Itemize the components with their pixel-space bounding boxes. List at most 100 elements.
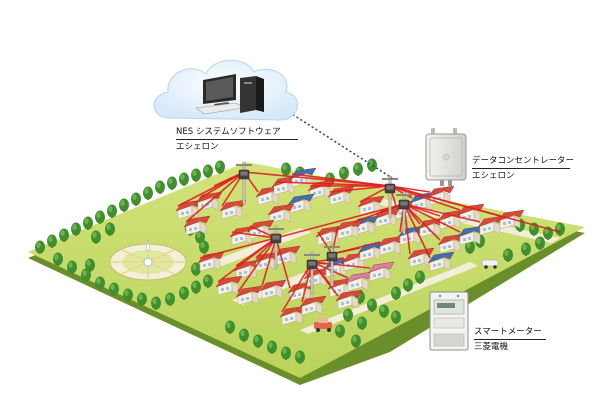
house-icon xyxy=(215,275,243,296)
house-icon xyxy=(427,251,455,272)
tree-icon xyxy=(239,328,249,342)
network-link xyxy=(243,171,391,187)
tree-icon xyxy=(143,186,153,200)
tree-icon xyxy=(391,286,401,300)
tree-icon xyxy=(81,268,91,282)
network-link xyxy=(389,185,561,233)
nes-software-title: NES システムソフトウェア xyxy=(176,127,281,137)
tree-icon xyxy=(555,222,565,236)
house-icon xyxy=(357,241,385,262)
network-link xyxy=(403,203,441,241)
utility-pole-icon xyxy=(236,161,252,205)
house-icon xyxy=(457,203,485,224)
data-concentrator-label: データコンセントレーター エシェロン xyxy=(472,155,574,182)
network-link xyxy=(311,261,371,269)
house-icon xyxy=(219,199,247,220)
nes-software-label: NES システムソフトウェア エシェロン xyxy=(176,126,298,153)
tree-icon xyxy=(191,262,201,276)
house-icon xyxy=(235,285,263,306)
network-link xyxy=(217,237,277,283)
tree-icon xyxy=(105,222,115,236)
tree-icon xyxy=(151,296,161,310)
tree-icon xyxy=(357,316,367,330)
tree-icon xyxy=(167,176,177,190)
tree-icon xyxy=(109,282,119,296)
tree-icon xyxy=(71,222,81,236)
cloud-server xyxy=(153,59,298,121)
tree-icon xyxy=(95,276,105,290)
house-icon xyxy=(303,267,331,288)
house-icon xyxy=(267,203,295,224)
tree-icon xyxy=(521,242,531,256)
house-icon xyxy=(373,207,401,228)
tree-icon xyxy=(253,334,263,348)
house-icon xyxy=(417,217,445,238)
network-link xyxy=(237,237,277,293)
smart-meter-title: スマートメーター xyxy=(474,327,542,337)
tree-icon xyxy=(179,172,189,186)
house-icon xyxy=(327,185,355,206)
network-link xyxy=(403,203,431,259)
tree-icon xyxy=(35,240,45,254)
tree-icon xyxy=(339,166,349,180)
tree-icon xyxy=(203,274,213,288)
tree-icon xyxy=(465,240,475,254)
tree-icon xyxy=(343,308,353,322)
tree-icon xyxy=(179,286,189,300)
tree-icon xyxy=(503,248,513,262)
house-icon xyxy=(367,261,395,282)
computer-icon xyxy=(195,74,264,115)
data-concentrator-icon xyxy=(425,128,467,186)
label-divider xyxy=(176,139,298,140)
tree-icon xyxy=(191,168,201,182)
house-icon xyxy=(377,235,405,256)
tree-icon xyxy=(415,270,425,284)
tree-icon xyxy=(203,164,213,178)
tree-icon xyxy=(67,260,77,274)
tree-icon xyxy=(91,230,101,244)
tree-icon xyxy=(225,320,235,334)
house-icon xyxy=(407,247,435,268)
house-icon xyxy=(335,289,363,310)
house-icon xyxy=(287,193,315,214)
utility-pole-icon xyxy=(324,243,340,287)
network-link xyxy=(311,261,349,279)
house-icon xyxy=(457,225,485,246)
network-link xyxy=(403,203,481,223)
network-link xyxy=(275,203,405,239)
tree-icon xyxy=(335,324,345,338)
tree-icon xyxy=(403,278,413,292)
smart-meter-vendor: 三菱電機 xyxy=(474,342,509,352)
network-link xyxy=(329,185,391,193)
data-concentrator-title: データコンセントレーター xyxy=(472,156,575,166)
tree-icon xyxy=(367,158,377,172)
car-icon xyxy=(314,318,332,332)
tree-icon xyxy=(123,288,133,302)
tree-icon xyxy=(281,162,291,176)
tree-icon xyxy=(165,292,175,306)
utility-pole-icon xyxy=(268,225,284,269)
network-link xyxy=(199,171,245,199)
tree-icon xyxy=(95,210,105,224)
house-icon xyxy=(477,215,505,236)
label-divider xyxy=(474,339,546,340)
nes-software-vendor: エシェロン xyxy=(176,142,219,152)
tree-icon xyxy=(85,258,95,272)
house-icon xyxy=(183,215,211,236)
tree-icon xyxy=(391,310,401,324)
smart-meter-icon xyxy=(429,291,469,351)
house-icon xyxy=(345,271,373,292)
tree-icon xyxy=(137,292,147,306)
tree-icon xyxy=(367,298,377,312)
network-link xyxy=(261,237,277,287)
house-icon xyxy=(437,233,465,254)
tree-icon xyxy=(535,236,545,250)
network-link xyxy=(403,203,461,233)
tree-icon xyxy=(47,234,57,248)
house-icon xyxy=(299,295,327,316)
tree-icon xyxy=(83,216,93,230)
tree-icon xyxy=(53,252,63,266)
tree-icon xyxy=(155,180,165,194)
network-link xyxy=(199,237,277,259)
network-link xyxy=(275,237,291,289)
